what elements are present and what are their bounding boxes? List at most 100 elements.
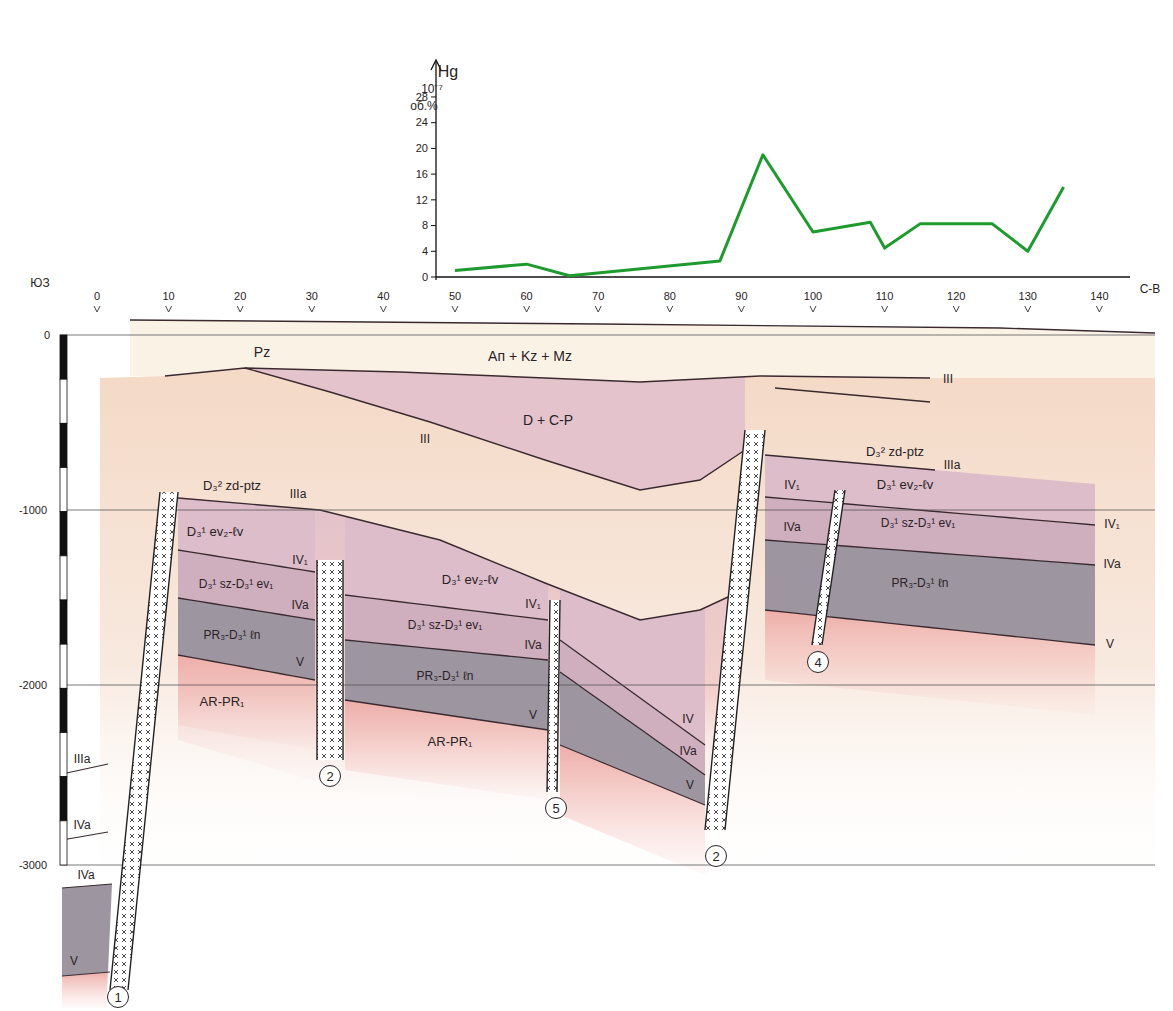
tick-label: 10 <box>162 290 174 303</box>
fault-zone <box>317 560 343 760</box>
callout-number: 5 <box>552 802 559 815</box>
axis-tick <box>595 306 601 312</box>
scale-bar <box>60 423 67 467</box>
axis-tick <box>953 306 959 312</box>
axis-tick <box>380 306 386 312</box>
tick-label: 4 <box>422 245 428 258</box>
tick-label: 100 <box>804 290 822 303</box>
scale-bar <box>60 379 67 423</box>
axis-tick <box>738 306 744 312</box>
formation-label: PR₃-D₃¹ ℓn <box>417 670 474 684</box>
formation-label: Pz <box>254 344 270 360</box>
rock-layer <box>62 884 112 976</box>
axis-tick <box>431 96 436 97</box>
horizon-label: IV <box>682 713 693 727</box>
fault-line <box>316 560 317 760</box>
rock-layer <box>62 972 108 1008</box>
tick-label: 0 <box>94 290 100 303</box>
horizon-line <box>560 640 705 745</box>
formation-label: AR-PR₁ <box>200 695 245 710</box>
fault-line <box>547 600 550 792</box>
fault-line <box>812 490 835 645</box>
axis-tick <box>667 306 673 312</box>
tick-label: 20 <box>234 290 246 303</box>
horizon-line <box>775 388 930 402</box>
formation-label: AR-PR₁ <box>428 735 473 750</box>
scale-bar <box>60 335 67 379</box>
axis-tick <box>431 174 436 175</box>
horizon-label: V <box>296 656 304 670</box>
horizon-label: IV₁ <box>784 479 799 493</box>
fault-number: 2 <box>705 845 727 867</box>
horizon-label: IVa <box>524 639 541 653</box>
axis-tick <box>431 225 436 226</box>
formation-label: D₃¹ ev₂-ℓv <box>187 525 243 540</box>
callout-number: 4 <box>814 656 821 669</box>
fault-number: 2 <box>319 765 341 787</box>
horizon-label: IV₁ <box>292 554 307 568</box>
axis-tick <box>1025 306 1031 312</box>
horizon-line <box>765 540 1095 565</box>
axis-tick <box>452 306 458 312</box>
fault-number: 4 <box>807 651 829 673</box>
axis-tick <box>431 277 436 278</box>
axis-tick <box>882 306 888 312</box>
fault-line <box>822 490 845 645</box>
fault-number: 5 <box>545 797 567 819</box>
horizon-label: IVa <box>1103 558 1120 572</box>
surface-line <box>130 320 1155 333</box>
horizon-line <box>178 655 315 680</box>
horizon-line <box>62 832 108 840</box>
horizon-label: IV₁ <box>1104 518 1119 532</box>
formation-label: D₃¹ sz-D₃¹ ev₁ <box>199 578 273 592</box>
axis-tick <box>431 122 436 123</box>
fault-line <box>557 600 560 792</box>
tick-label: 28 <box>416 91 428 104</box>
horizon-label: III <box>420 433 430 447</box>
cover-layer <box>130 320 1155 382</box>
horizon-label: V <box>70 955 78 969</box>
rock-ground <box>100 368 1155 900</box>
horizon-label: V <box>686 779 694 793</box>
formation-label: D₃² zd-ptz <box>866 445 924 460</box>
tick-label: 24 <box>416 116 428 129</box>
horizon-label: IVa <box>77 869 94 883</box>
fault-zone <box>110 492 178 990</box>
tick-label: 130 <box>1019 290 1037 303</box>
axis-tick <box>810 306 816 312</box>
horizon-line <box>345 640 548 660</box>
rock-layer <box>178 655 315 750</box>
tick-label: 12 <box>416 194 428 207</box>
mercury-curve <box>455 155 1064 276</box>
tick-label: 90 <box>735 290 747 303</box>
axis-tick <box>431 251 436 252</box>
fault-line <box>725 430 765 830</box>
callout-number: 2 <box>326 770 333 783</box>
horizon-label: IV₁ <box>525 598 540 612</box>
axis-tick <box>1096 306 1102 312</box>
horizon-label: V <box>1106 638 1114 652</box>
tick-label: 140 <box>1090 290 1108 303</box>
horizon-label: III <box>943 373 953 387</box>
fault-line <box>128 492 178 990</box>
horizon-label: IIIa <box>944 459 961 473</box>
formation-label: D₃¹ ev₂-ℓv <box>442 573 498 588</box>
horizon-line <box>345 700 548 730</box>
axis-tick <box>431 148 436 149</box>
fault-line <box>342 560 343 760</box>
horizon-line <box>245 368 745 490</box>
scale-bar <box>60 821 67 865</box>
tick-label: 16 <box>416 168 428 181</box>
axis-tick <box>94 306 100 312</box>
depth-gridline <box>60 510 1155 511</box>
direction-label: С-В <box>1140 283 1161 297</box>
horizon-line <box>345 595 548 620</box>
depth-label: 0 <box>44 329 50 342</box>
fault-zone <box>547 600 560 792</box>
axis-tick <box>237 306 243 312</box>
tick-label: 110 <box>876 290 894 303</box>
tick-label: 60 <box>520 290 532 303</box>
tick-label: 50 <box>449 290 461 303</box>
formation-label: PR₃-D₃¹ ℓn <box>892 577 949 591</box>
scale-bar <box>60 777 67 821</box>
